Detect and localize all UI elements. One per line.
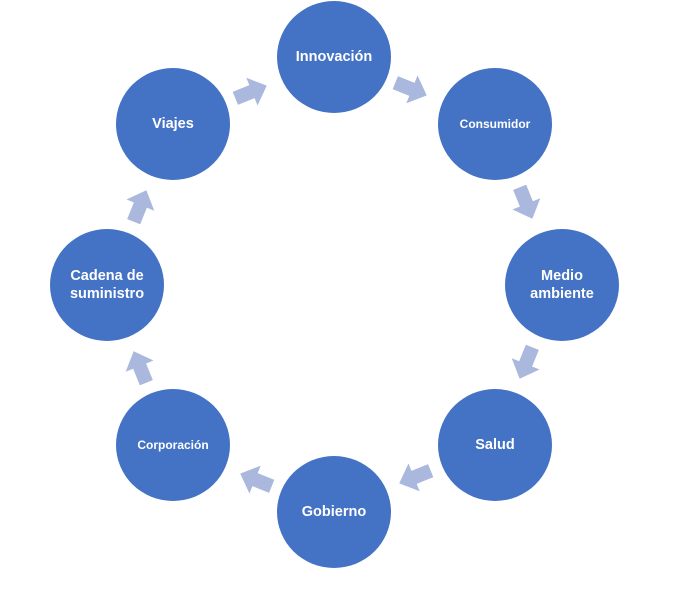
arrow-consumidor-to-medio-ambiente-icon [512, 184, 541, 219]
node-gobierno: Gobierno [277, 456, 391, 568]
node-label-consumidor: Consumidor [459, 116, 531, 131]
arrow-cadena-de-suministro-to-viajes-icon [126, 190, 155, 225]
node-salud: Salud [438, 389, 552, 501]
arrow-corporacion-to-cadena-de-suministro-icon [125, 351, 154, 386]
node-medio-ambiente: Medio ambiente [505, 229, 619, 341]
node-label-corporacion: Corporación [137, 437, 209, 452]
node-corporacion: Corporación [116, 389, 230, 501]
node-label-viajes: Viajes [152, 115, 194, 132]
node-consumidor: Consumidor [438, 68, 552, 180]
node-label-gobierno: Gobierno [301, 503, 367, 520]
arrow-salud-to-gobierno-icon [399, 463, 434, 492]
node-label-medio-ambiente: Medio ambiente [530, 267, 594, 302]
node-cadena-de-suministro: Cadena de suministro [50, 229, 164, 341]
arrow-medio-ambiente-to-salud-icon [511, 344, 540, 379]
arrow-innovacion-to-consumidor-icon [392, 75, 427, 104]
node-label-salud: Salud [475, 436, 515, 453]
node-label-cadena-de-suministro: Cadena de suministro [69, 267, 145, 302]
node-innovacion: Innovación [277, 1, 391, 113]
node-label-innovacion: Innovación [295, 48, 373, 65]
node-viajes: Viajes [116, 68, 230, 180]
arrow-viajes-to-innovacion-icon [232, 77, 267, 106]
arrow-gobierno-to-corporacion-icon [240, 465, 275, 494]
